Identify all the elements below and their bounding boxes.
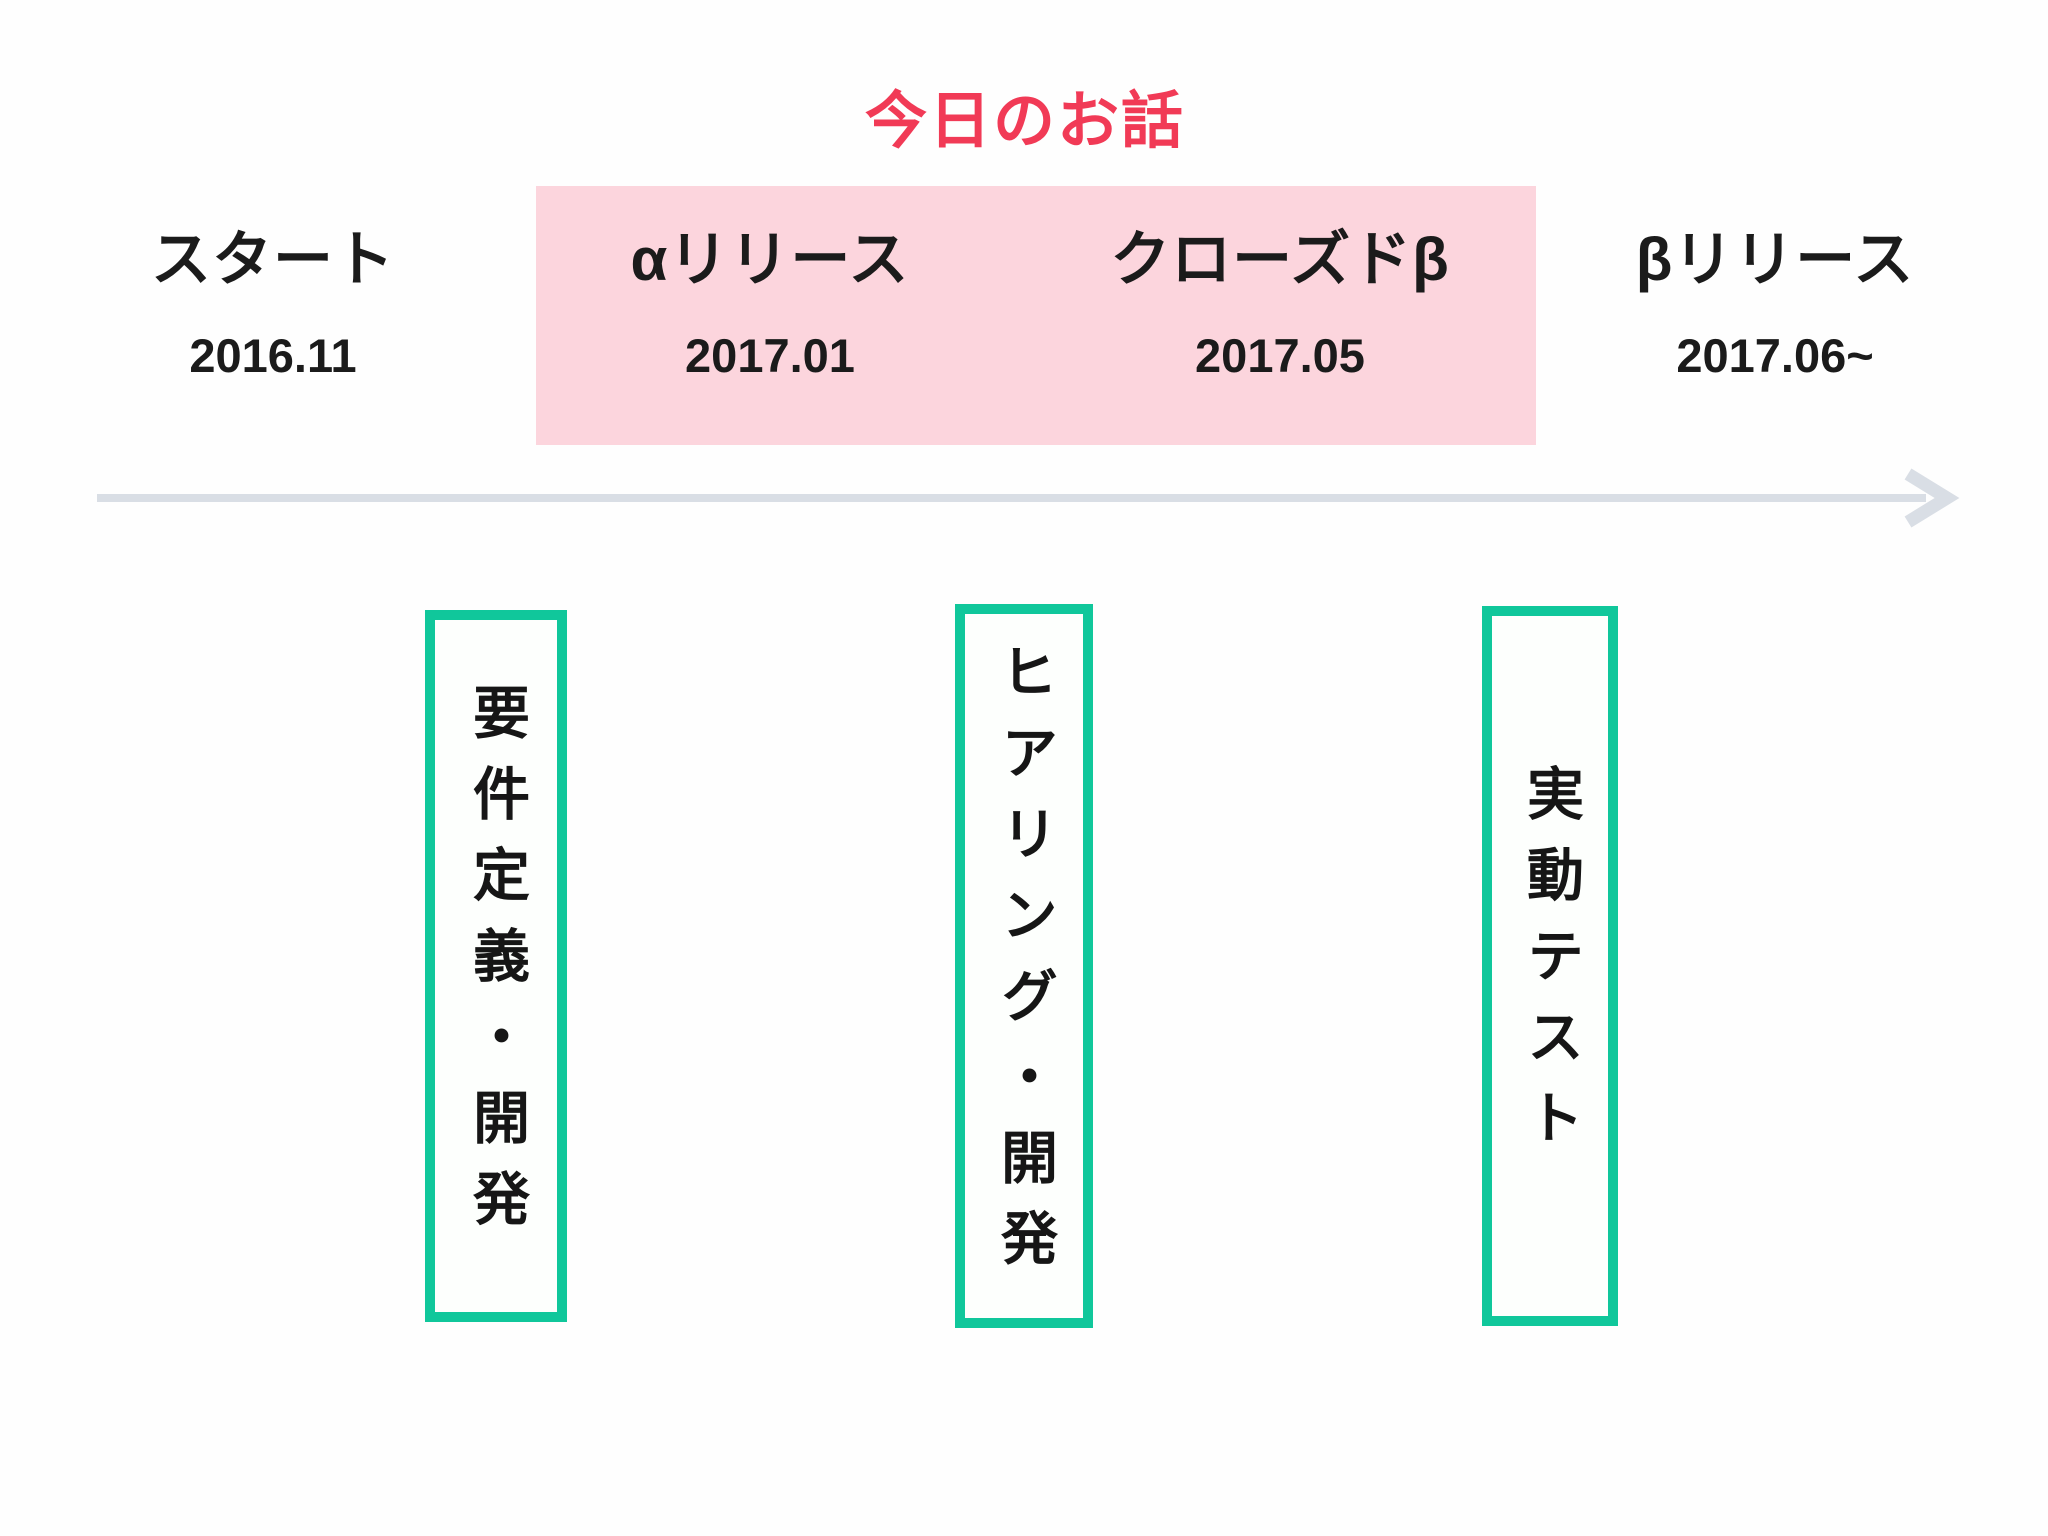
- phase-label: ヒアリング・開発: [992, 642, 1057, 1290]
- phase-box-production-test: 実動テスト: [1482, 606, 1618, 1326]
- milestone-label: αリリース: [630, 226, 910, 293]
- phase-label: 実動テスト: [1518, 763, 1583, 1169]
- phase-box-requirements-development: 要件定義・開発: [425, 610, 567, 1322]
- phase-box-hearing-development: ヒアリング・開発: [955, 604, 1093, 1328]
- milestone-beta-release: βリリース 2017.06~: [1575, 224, 1975, 383]
- milestone-label: クローズドβ: [1110, 226, 1450, 293]
- phase-label: 要件定義・開発: [464, 682, 529, 1250]
- highlight-band: [536, 186, 1536, 445]
- milestone-start: スタート 2016.11: [73, 224, 473, 383]
- milestone-alpha-release: αリリース 2017.01: [570, 224, 970, 383]
- milestone-date: 2017.06~: [1676, 329, 1874, 382]
- milestone-date: 2017.05: [1195, 329, 1365, 382]
- milestone-date: 2016.11: [189, 329, 357, 382]
- milestone-label: スタート: [151, 226, 395, 293]
- timeline-arrow-icon: [97, 468, 1960, 528]
- milestone-date: 2017.01: [685, 329, 855, 382]
- milestone-closed-beta: クローズドβ 2017.05: [1080, 224, 1480, 383]
- slide-title: 今日のお話: [864, 87, 1185, 156]
- milestone-label: βリリース: [1635, 226, 1915, 293]
